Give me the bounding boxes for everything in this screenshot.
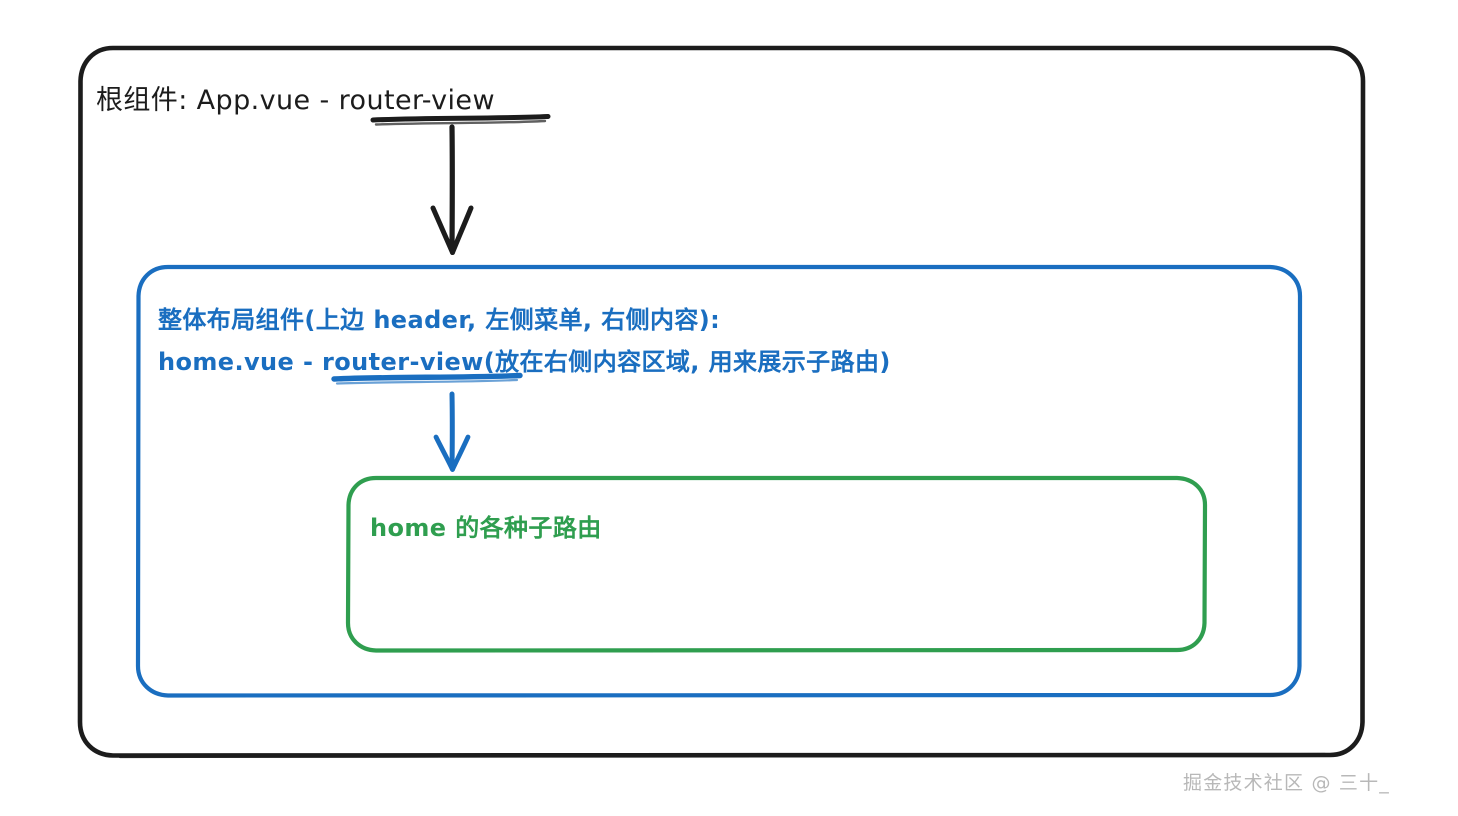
- watermark-text: 掘金技术社区 @ 三十_: [1183, 772, 1390, 794]
- layout-router-view-underline: [331, 372, 523, 385]
- root-component-box: [77, 45, 1366, 759]
- layout-component-box: [135, 264, 1303, 698]
- layout-component-label-line1: 整体布局组件(上边 header, 左侧菜单, 右侧内容):: [158, 306, 721, 334]
- child-routes-box: [345, 475, 1208, 653]
- layout-to-child-arrow: [433, 391, 471, 472]
- root-router-view-underline: [370, 114, 551, 126]
- root-to-layout-arrow: [430, 124, 474, 255]
- root-component-label: 根组件: App.vue - router-view: [96, 85, 495, 116]
- child-routes-label: home 的各种子路由: [370, 514, 602, 542]
- layout-component-label-line2: home.vue - router-view(放在右侧内容区域, 用来展示子路由…: [158, 348, 891, 376]
